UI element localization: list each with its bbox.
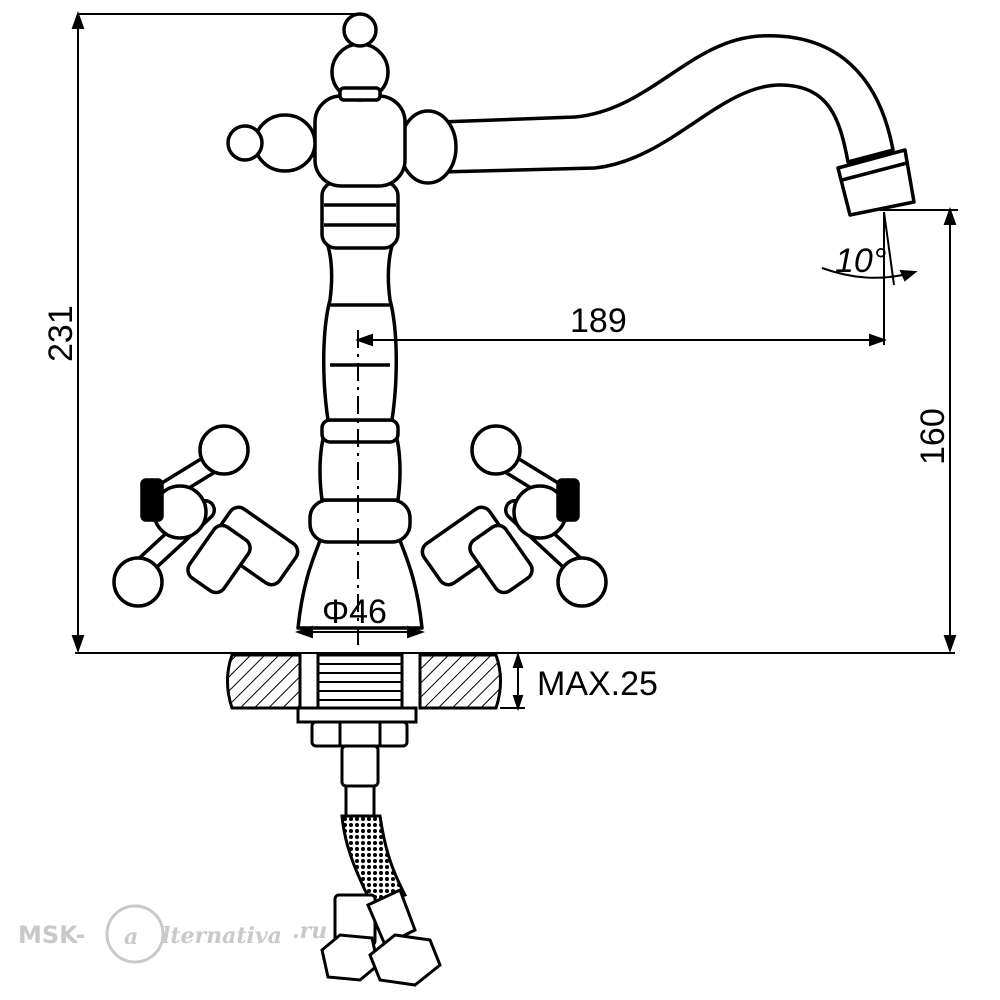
watermark: MSK- a lternativa .ru [18,904,327,964]
counter-hatch-right [418,653,502,710]
top-finial-tip [342,12,378,48]
dim-spout-height: 160 [914,408,952,465]
spout [438,34,895,174]
hose-braid [340,814,408,907]
watermark-suffix: lternativa [162,923,282,949]
hose-nut-right [368,933,442,987]
watermark-tld: .ru [292,918,327,944]
watermark-prefix: MSK- [18,921,86,949]
left-handle [112,424,300,608]
supply-hose [320,744,442,987]
top-lever-arm [253,113,317,173]
watermark-logo-letter: a [124,924,138,950]
countertop-section [75,652,955,748]
spout-joint [398,109,458,185]
right-handle [420,424,608,608]
dim-base-diameter: Φ46 [322,593,387,631]
dimension-labels: 231 160 189 Φ46 MAX.25 10° [42,242,952,703]
watermark-logo-icon [105,904,165,964]
column-collar [320,180,400,250]
mount-nut [310,720,409,748]
faucet-body [112,12,916,630]
dim-spout-angle: 10° [835,242,886,280]
counter-hatch-left [226,653,302,710]
column-ring-mid [320,418,400,444]
top-lever-knob [226,124,264,162]
dimension-lines [71,11,958,712]
mount-washer [296,706,418,724]
head-block [313,94,407,188]
dim-max-thickness: MAX.25 [537,665,658,703]
column-ring-lower [308,498,412,544]
dim-reach: 189 [570,302,627,340]
column-shaft [322,238,398,422]
dim-total-height: 231 [42,305,80,362]
